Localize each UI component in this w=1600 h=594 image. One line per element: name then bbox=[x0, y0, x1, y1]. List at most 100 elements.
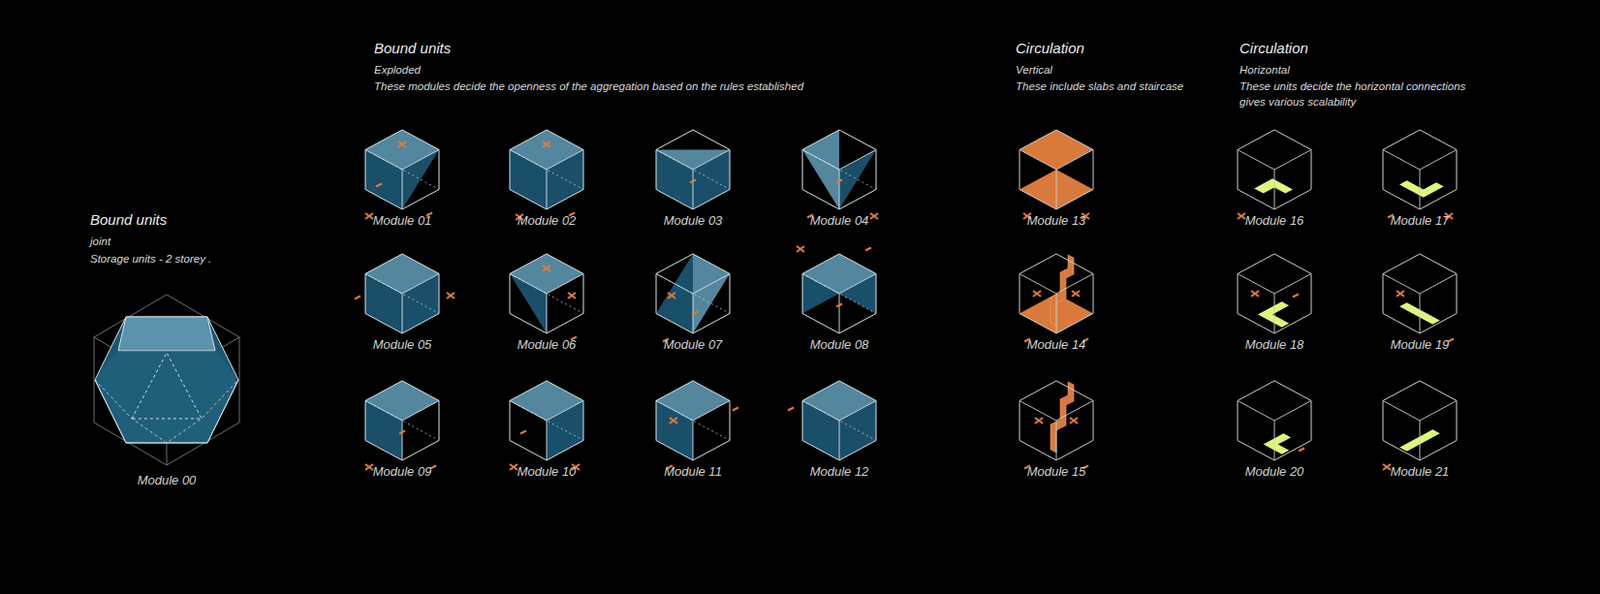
cube-line bbox=[1274, 169, 1276, 210]
section-note: Vertical bbox=[1015, 62, 1053, 78]
joint-mark bbox=[1033, 290, 1041, 297]
module-label: Module 18 bbox=[1227, 337, 1321, 352]
panel bbox=[656, 253, 693, 334]
cube-group bbox=[1382, 253, 1457, 343]
cube-outline bbox=[1382, 380, 1457, 461]
joint-mark bbox=[365, 213, 374, 220]
cube-group bbox=[94, 294, 240, 466]
cube-line bbox=[1382, 150, 1457, 171]
module-label: Module 17 bbox=[1373, 213, 1467, 228]
module-cube bbox=[783, 118, 896, 227]
cube-group bbox=[1237, 129, 1312, 220]
module-cube bbox=[783, 369, 896, 478]
cube-line bbox=[1419, 420, 1421, 461]
joint-mark bbox=[365, 213, 374, 220]
storage-volume bbox=[94, 316, 239, 443]
opening-mark bbox=[690, 180, 696, 184]
cube-outline bbox=[1237, 129, 1312, 210]
cube-line bbox=[402, 169, 404, 210]
module-label: Module 09 bbox=[355, 464, 449, 479]
panel bbox=[402, 150, 440, 211]
module-label: Module 11 bbox=[646, 464, 740, 479]
module-unit: Module 05 bbox=[355, 242, 449, 352]
section-note: Horizontal bbox=[1239, 62, 1290, 78]
cube-group bbox=[1382, 380, 1457, 471]
module-unit: Module 08 bbox=[792, 242, 886, 352]
corridor bbox=[1399, 180, 1444, 197]
module-cube bbox=[1000, 118, 1113, 227]
panel bbox=[839, 401, 877, 462]
joint-mark bbox=[398, 141, 407, 148]
cube-outline bbox=[509, 380, 584, 461]
cube-line bbox=[509, 401, 584, 441]
joint-mark bbox=[1251, 290, 1259, 297]
joint-mark bbox=[1237, 213, 1246, 220]
cube-line bbox=[1019, 150, 1094, 171]
panel bbox=[509, 274, 547, 335]
cube-line bbox=[656, 274, 730, 295]
corridor bbox=[1254, 178, 1293, 193]
module-label: Module 21 bbox=[1373, 464, 1467, 479]
joint-mark bbox=[1396, 290, 1405, 297]
cube-group bbox=[656, 380, 739, 470]
cube-line bbox=[1056, 420, 1058, 461]
module-unit: Module 16 bbox=[1227, 118, 1321, 228]
module-cube bbox=[1218, 369, 1331, 478]
cube-outline bbox=[1019, 380, 1094, 461]
cube-outline bbox=[802, 129, 877, 210]
cube-line bbox=[131, 352, 202, 419]
module-label: Module 04 bbox=[792, 213, 886, 228]
module-label: Module 05 bbox=[355, 337, 449, 352]
cube-line bbox=[365, 274, 440, 314]
cube-outline bbox=[1237, 380, 1312, 461]
module-cube bbox=[1363, 242, 1476, 351]
cube-line bbox=[365, 401, 440, 441]
joint-mark bbox=[667, 292, 676, 299]
module-label: Module 13 bbox=[1009, 213, 1103, 228]
joint-mark bbox=[1251, 290, 1259, 297]
module-label: Module 03 bbox=[646, 213, 740, 228]
panel bbox=[656, 401, 693, 462]
cube-line bbox=[402, 293, 404, 334]
module-unit: Module 07 bbox=[646, 242, 740, 352]
cube-line bbox=[839, 420, 841, 461]
section-heading: Circulation bbox=[1239, 37, 1309, 59]
panel bbox=[656, 150, 693, 211]
joint-mark bbox=[1071, 290, 1080, 297]
joint-mark bbox=[870, 213, 879, 220]
module-label: Module 00 bbox=[84, 472, 250, 488]
panel bbox=[839, 150, 877, 211]
joint-mark bbox=[1382, 464, 1391, 471]
module-cube bbox=[490, 369, 603, 478]
cube-outline bbox=[509, 253, 584, 334]
cube-line bbox=[365, 401, 440, 422]
cube-outline bbox=[1237, 253, 1312, 334]
slab bbox=[1019, 293, 1094, 334]
cube-line bbox=[802, 274, 877, 295]
cube-line bbox=[1237, 401, 1312, 422]
opening-mark bbox=[691, 312, 698, 315]
cube-line bbox=[1019, 274, 1094, 295]
module-unit: Module 12 bbox=[792, 369, 886, 479]
cube-group bbox=[1237, 253, 1312, 334]
module-unit: Module 11 bbox=[646, 369, 740, 479]
module-cube bbox=[636, 369, 750, 478]
module-unit: Module 02 bbox=[500, 118, 594, 228]
section-heading: Bound units bbox=[374, 37, 451, 59]
cube-group bbox=[509, 253, 584, 341]
opening-mark bbox=[520, 431, 527, 435]
cube-outline bbox=[94, 294, 240, 466]
cube-line bbox=[402, 420, 404, 461]
cube-line bbox=[509, 150, 584, 171]
cube-line bbox=[509, 150, 584, 190]
cube-line bbox=[692, 420, 694, 461]
cube-line bbox=[546, 420, 548, 461]
cube-line bbox=[802, 401, 877, 441]
module-label: Module 07 bbox=[646, 337, 740, 352]
joint-mark bbox=[1237, 213, 1246, 220]
joint-mark bbox=[669, 417, 678, 424]
module-label: Module 15 bbox=[1009, 464, 1103, 479]
cube-line bbox=[1419, 293, 1421, 334]
module-label: Module 14 bbox=[1009, 337, 1103, 352]
opening-mark bbox=[1292, 294, 1299, 298]
